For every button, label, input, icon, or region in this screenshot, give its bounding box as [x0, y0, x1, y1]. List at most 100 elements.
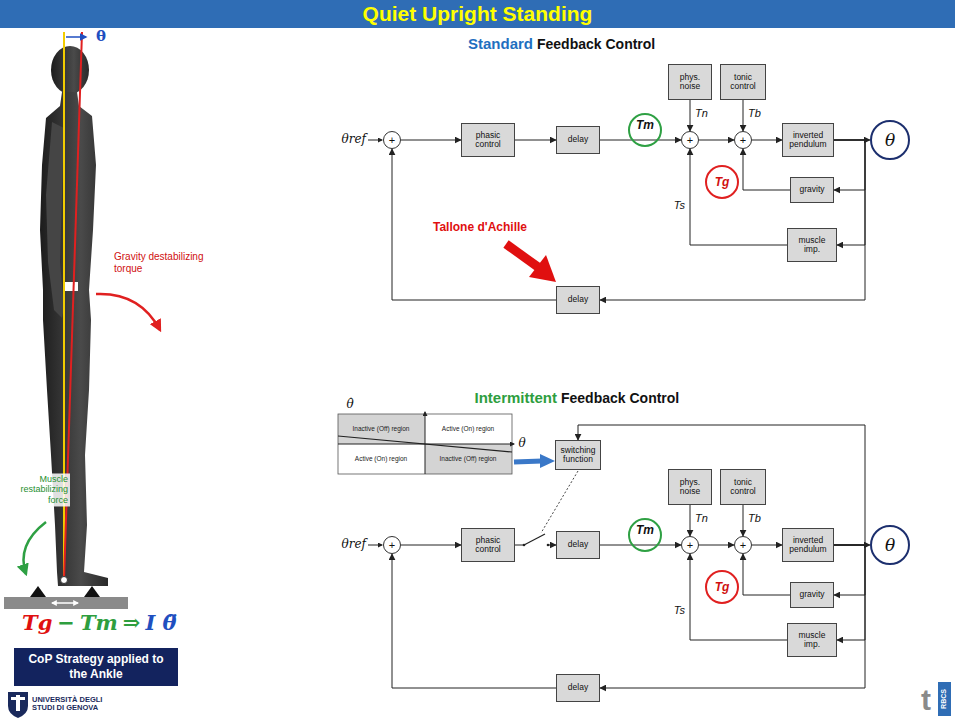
label-text: Active (On) region — [442, 425, 494, 432]
label-text: UNIVERSITÀ DEGLI STUDI DI GENOVA — [32, 696, 118, 713]
label-text: Tallone d'Achille — [433, 221, 527, 235]
label-text: Ts — [674, 199, 685, 212]
support-platform — [52, 602, 78, 604]
equation-row: Tg−Tm⇒I θ̈ — [22, 610, 177, 635]
slide-title: Quiet Upright Standing — [0, 0, 955, 28]
node-text: muscle imp. — [791, 631, 833, 650]
rbcs-logo-band — [938, 682, 951, 716]
university-shield — [8, 692, 28, 718]
signal-line — [690, 149, 787, 245]
process-box: tonic control — [720, 469, 766, 505]
node-text: + — [740, 135, 746, 146]
inset-pointer-arrow — [514, 461, 542, 462]
intermittent-switch — [547, 544, 550, 547]
signal-line — [401, 140, 461, 141]
node-text: muscle imp. — [791, 236, 833, 255]
node-text: tonic control — [724, 73, 762, 92]
equation-term: Tg — [22, 610, 52, 635]
signal-line — [600, 545, 865, 688]
node-text: delay — [568, 295, 588, 304]
label-text: Muscle restabilizing force — [2, 473, 70, 506]
support-platform — [4, 597, 128, 609]
summing-junction: + — [383, 131, 401, 149]
intermittent-switch — [524, 534, 545, 545]
label-text: Ts — [674, 604, 685, 617]
support-platform — [4, 586, 128, 609]
signal-line — [392, 554, 556, 688]
label-text: θ — [96, 28, 106, 45]
node-text: switching function — [559, 446, 597, 465]
summing-junction: + — [681, 536, 699, 554]
achilles-arrow — [506, 244, 538, 267]
node-text: + — [687, 540, 693, 551]
label-text: Tb — [748, 107, 761, 120]
signal-line — [834, 545, 865, 595]
label-text: Gravity destabilizing torque — [114, 251, 214, 274]
process-box: tonic control — [720, 64, 766, 100]
node-text: Tm — [636, 118, 654, 132]
label-text: Standard — [468, 35, 533, 52]
label-text: θref — [341, 538, 366, 552]
process-box: phys. noise — [668, 64, 712, 100]
human-figure — [51, 46, 89, 94]
node-text: + — [687, 135, 693, 146]
label-text: Tn — [695, 107, 708, 120]
node-text: phasic control — [465, 131, 511, 150]
human-figure — [46, 122, 64, 318]
signal-line — [578, 425, 865, 545]
phase-plane-inset — [425, 412, 426, 474]
signal-line — [600, 140, 681, 141]
node-text: tonic control — [724, 478, 762, 497]
muscle-arrow — [24, 522, 47, 574]
signal-line — [600, 140, 865, 300]
process-box: phys. noise — [668, 469, 712, 505]
output-circle: θ — [870, 525, 910, 565]
label-text: θ̇ — [346, 398, 353, 412]
process-box: phasic control — [461, 123, 515, 157]
ankle-joint — [61, 577, 68, 584]
highlight-circle: Tm — [628, 113, 662, 147]
human-figure — [40, 92, 108, 586]
equation-term: Tm — [80, 610, 118, 635]
label-text: θref — [341, 133, 366, 147]
node-text: + — [740, 540, 746, 551]
gravity-arrow — [96, 294, 160, 330]
muscle-arrow — [24, 522, 47, 574]
highlight-circle: Tg — [705, 570, 739, 604]
university-shield — [8, 692, 28, 718]
output-circle: θ — [870, 120, 910, 160]
node-text: Tg — [715, 175, 730, 189]
delay-box: delay — [556, 126, 600, 154]
reference-input-arrows — [368, 545, 382, 546]
label-text: Tn — [695, 512, 708, 525]
delay-box: delay — [556, 674, 600, 702]
support-platform — [30, 586, 46, 597]
node-text: delay — [568, 683, 588, 692]
label-text: Tb — [748, 512, 761, 525]
plant-box: inverted pendulum — [782, 528, 834, 562]
reference-input-arrows — [368, 140, 382, 545]
node-text: + — [389, 540, 395, 551]
node-text: delay — [568, 135, 588, 144]
process-box: gravity — [790, 582, 834, 608]
label-text: RBCS — [940, 689, 948, 709]
achilles-arrow — [506, 244, 556, 282]
node-text: θ — [885, 535, 895, 555]
signal-line — [690, 505, 691, 536]
highlight-circle: Tg — [705, 165, 739, 199]
switch-box: switching function — [555, 440, 601, 470]
node-text: gravity — [799, 185, 824, 194]
theta-arrow — [66, 36, 86, 38]
phase-plane-inset — [338, 436, 512, 452]
equation-term: I θ̈ — [145, 610, 176, 635]
signal-line — [392, 149, 556, 300]
strategy-banner: CoP Strategy applied to the Ankle — [14, 648, 178, 686]
node-text: inverted pendulum — [786, 131, 830, 150]
label-text: Intermittent — [475, 389, 558, 406]
process-box: muscle imp. — [787, 623, 837, 657]
signal-line — [752, 140, 782, 141]
label-text: θ — [518, 437, 525, 451]
intermittent-switch — [524, 541, 548, 549]
